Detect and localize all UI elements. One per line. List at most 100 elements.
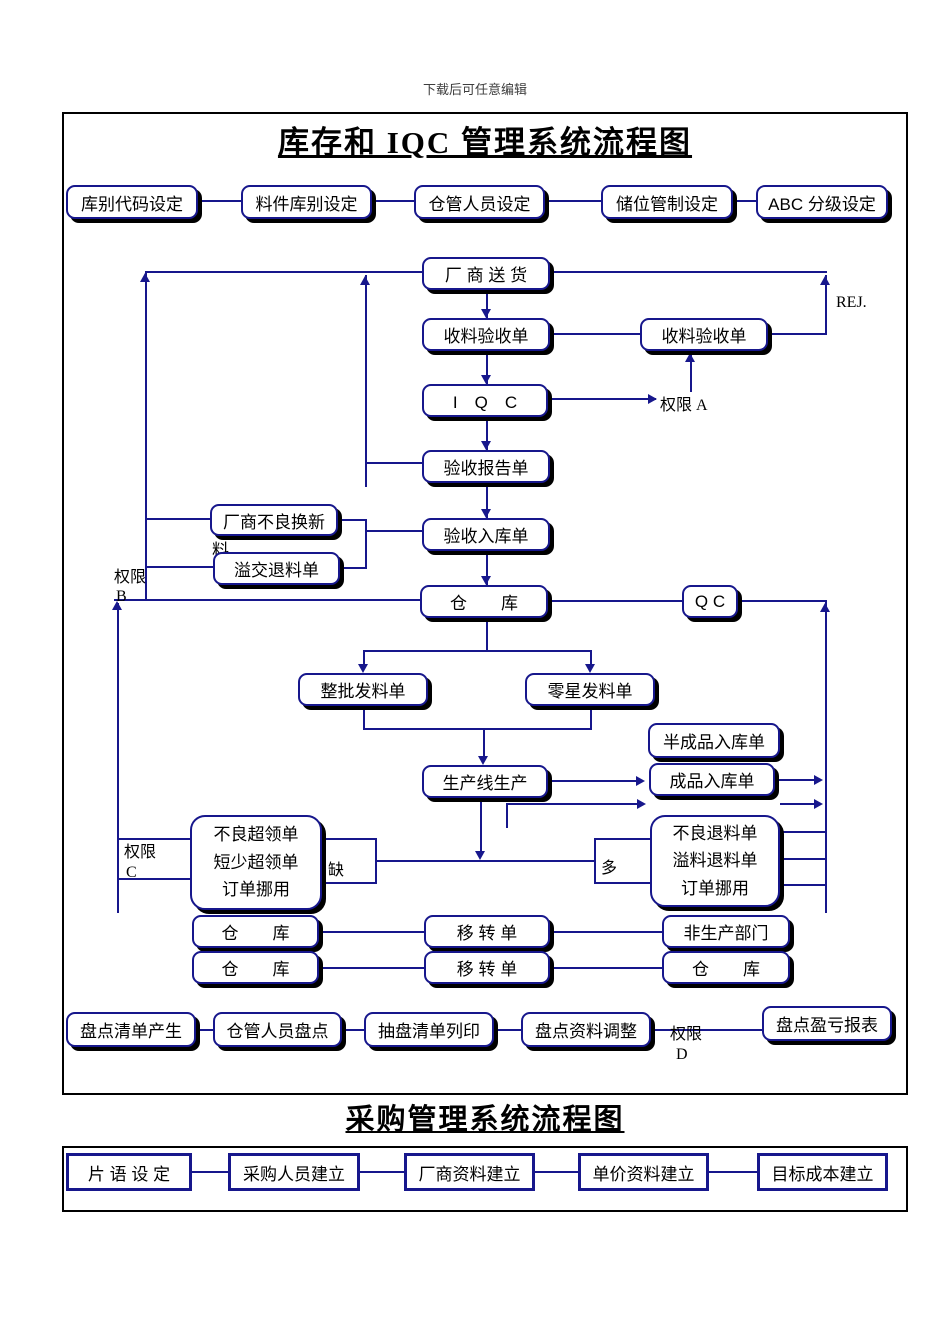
node-warehouse-row1-left: 仓 库 — [192, 915, 319, 948]
arrow-down-icon — [481, 576, 491, 585]
connector-line — [363, 706, 365, 730]
node-over-claim-notes: 不良超领单 短少超领单 订单挪用 — [190, 815, 322, 910]
connector-line — [340, 567, 367, 569]
permission-b-label: 权限 — [114, 569, 147, 586]
node-excess-return-note: 溢交退料单 — [213, 552, 340, 585]
connector-line — [651, 1029, 762, 1031]
connector-line — [483, 728, 485, 758]
arrow-down-icon — [585, 664, 595, 673]
connector-line — [363, 650, 590, 652]
node-production-line: 生产线生产 — [422, 765, 548, 798]
connector-line — [548, 600, 682, 602]
connector-line — [114, 599, 420, 601]
node-batch-issue-note: 整批发料单 — [298, 673, 428, 706]
arrow-down-icon — [481, 375, 491, 384]
connector-line — [550, 271, 827, 273]
connector-line — [486, 290, 488, 318]
connector-line — [486, 417, 488, 450]
connector-line — [780, 884, 825, 886]
connector-line — [365, 530, 422, 532]
arrow-up-icon — [820, 276, 830, 285]
connector-line — [738, 600, 827, 602]
arrow-down-icon — [481, 441, 491, 450]
node-receiving-note-right: 收料验收单 — [640, 318, 768, 351]
connector-line — [486, 351, 488, 384]
connector-line — [690, 354, 692, 392]
connector-line — [535, 1171, 578, 1173]
arrow-right-icon — [648, 394, 657, 404]
connector-line — [360, 1171, 404, 1173]
connector-line — [486, 618, 488, 650]
node-unit-price-data-create: 单价资料建立 — [578, 1153, 709, 1191]
connector-line — [594, 882, 652, 884]
arrow-down-icon — [358, 664, 368, 673]
connector-line — [825, 275, 827, 335]
connector-line — [548, 780, 638, 782]
connector-line — [117, 878, 190, 880]
connector-line — [145, 518, 210, 520]
box-line: 不良退料单 — [672, 823, 758, 843]
purchase-chart-title: 采购管理系统流程图 — [345, 1104, 625, 1136]
connector-line — [780, 803, 814, 805]
node-qc: Q C — [682, 585, 738, 618]
node-supplier-delivery: 厂 商 送 货 — [422, 257, 550, 290]
arrow-down-icon — [475, 851, 485, 860]
connector-line — [548, 398, 656, 400]
connector-line — [145, 566, 213, 568]
connector-line — [365, 462, 422, 464]
node-transfer-note-row2: 移 转 单 — [424, 951, 550, 984]
node-warehouse-row2-left: 仓 库 — [192, 951, 319, 984]
arrow-up-icon — [360, 276, 370, 285]
connector-line — [363, 650, 365, 666]
connector-line — [145, 271, 422, 273]
connector-line — [322, 882, 377, 884]
connector-line — [486, 483, 488, 518]
node-iqc: I Q C — [422, 384, 548, 417]
connector-line — [594, 838, 596, 884]
node-semi-finished-in-note: 半成品入库单 — [648, 723, 780, 758]
connector-line — [494, 1029, 521, 1031]
connector-line — [780, 858, 825, 860]
connector-line — [196, 1029, 213, 1031]
node-material-warehouse-setup: 料件库别设定 — [241, 185, 372, 219]
connector-line — [342, 1029, 364, 1031]
permission-b-letter: B — [116, 588, 127, 605]
connector-line — [338, 519, 367, 521]
node-staff-stocktake: 仓管人员盘点 — [213, 1012, 342, 1047]
surplus-label: 多 — [601, 860, 618, 877]
connector-line — [733, 200, 756, 202]
arrow-up-icon — [140, 273, 150, 282]
connector-line — [590, 706, 592, 730]
node-return-notes: 不良退料单 溢料退料单 订单挪用 — [650, 815, 780, 907]
node-buyer-create: 采购人员建立 — [228, 1153, 360, 1191]
box-line: 短少超领单 — [213, 852, 299, 872]
connector-line — [117, 603, 119, 913]
box-line: 溢料退料单 — [672, 851, 758, 871]
node-stocktake-list-generate: 盘点清单产生 — [66, 1012, 196, 1047]
permission-c-label: 权限 — [124, 844, 157, 861]
arrow-down-icon — [481, 509, 491, 518]
connector-line — [363, 728, 590, 730]
connector-line — [594, 838, 652, 840]
node-target-cost-create: 目标成本建立 — [757, 1153, 888, 1191]
connector-line — [506, 803, 508, 828]
node-stocktake-data-adjust: 盘点资料调整 — [521, 1012, 651, 1047]
box-line: 订单挪用 — [222, 880, 290, 900]
connector-line — [590, 650, 592, 666]
header-note: 下载后可任意编辑 — [422, 82, 527, 97]
node-receiving-note-left: 收料验收单 — [422, 318, 550, 351]
arrow-right-icon — [637, 799, 646, 809]
connector-line — [375, 860, 594, 862]
arrow-up-icon — [112, 601, 122, 610]
arrow-down-icon — [481, 309, 491, 318]
node-transfer-note-row1: 移 转 单 — [424, 915, 550, 948]
connector-line — [480, 798, 482, 852]
node-stocktake-profit-loss-report: 盘点盈亏报表 — [762, 1006, 892, 1041]
connector-line — [825, 602, 827, 913]
connector-line — [375, 838, 377, 884]
node-vendor-defect-exchange: 厂商不良换新 — [210, 504, 338, 536]
permission-a-label: 权限 A — [660, 397, 708, 414]
node-vendor-data-create: 厂商资料建立 — [404, 1153, 535, 1191]
inventory-chart-frame — [62, 112, 908, 1095]
connector-line — [365, 519, 367, 569]
